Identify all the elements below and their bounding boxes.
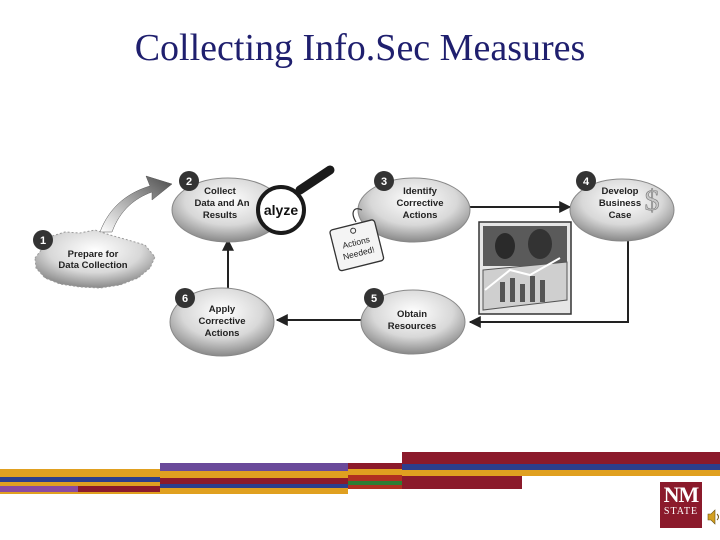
step-3-number: 3 — [381, 176, 387, 188]
step-3-line-2: Corrective — [397, 198, 444, 209]
step-5-line-1: Obtain — [397, 309, 427, 320]
actions-needed-tag: Actions Needed! — [329, 219, 385, 272]
step-2-line-3: Results — [203, 210, 237, 221]
slide-title: Collecting Info.Sec Measures — [134, 27, 586, 69]
step-4-number: 4 — [583, 176, 590, 188]
step-4-line-3: Case — [609, 210, 632, 221]
step-2: 2 Collect Data and An Results — [171, 171, 285, 243]
connector-4-5 — [468, 236, 629, 328]
step-6-line-2: Corrective — [199, 316, 246, 327]
step-4: 4 $ Develop Business Case — [569, 171, 675, 242]
step-1-burst — [34, 229, 156, 289]
dollar-sign-icon: $ — [645, 184, 660, 217]
magnifier-text: alyze — [264, 202, 298, 218]
step-4-line-1: Develop — [602, 186, 639, 197]
step-5-number: 5 — [371, 293, 377, 305]
step-1-line-1: Prepare for — [68, 249, 119, 260]
step-3-line-1: Identify — [403, 186, 437, 197]
step-3-number-badge — [374, 171, 394, 191]
step-3: 3 Identify Corrective Actions — [357, 171, 471, 243]
step-2-number-badge — [179, 171, 199, 191]
step-1-number-badge — [33, 230, 53, 250]
step-6-line-3: Actions — [205, 328, 240, 339]
step-6-number-badge — [175, 288, 195, 308]
step-1: 1 Prepare for Data Collection — [33, 229, 156, 289]
logo-state-text: STATE — [663, 506, 699, 517]
nmsu-logo: NM STATE — [660, 482, 702, 528]
logo-nm-text: NM — [663, 482, 700, 507]
step-5: 5 Obtain Resources — [360, 288, 466, 355]
step-4-number-badge — [576, 171, 596, 191]
start-arrow — [99, 175, 173, 233]
step-1-number: 1 — [40, 235, 46, 247]
meeting-photo — [478, 221, 572, 315]
step-3-line-3: Actions — [403, 210, 438, 221]
step-4-line-2: Business — [599, 198, 641, 209]
step-1-line-2: Data Collection — [58, 260, 127, 271]
step-6-number: 6 — [182, 293, 188, 305]
magnifier-icon: alyze — [256, 165, 335, 235]
step-2-number: 2 — [186, 176, 192, 188]
step-6: 6 Apply Corrective Actions — [169, 287, 275, 357]
step-2-line-1: Collect — [204, 186, 237, 197]
step-6-line-1: Apply — [209, 304, 236, 315]
step-5-number-badge — [364, 288, 384, 308]
step-2-line-2: Data and An — [194, 198, 249, 209]
step-5-line-2: Resources — [388, 321, 437, 332]
speaker-icon[interactable] — [707, 508, 720, 526]
